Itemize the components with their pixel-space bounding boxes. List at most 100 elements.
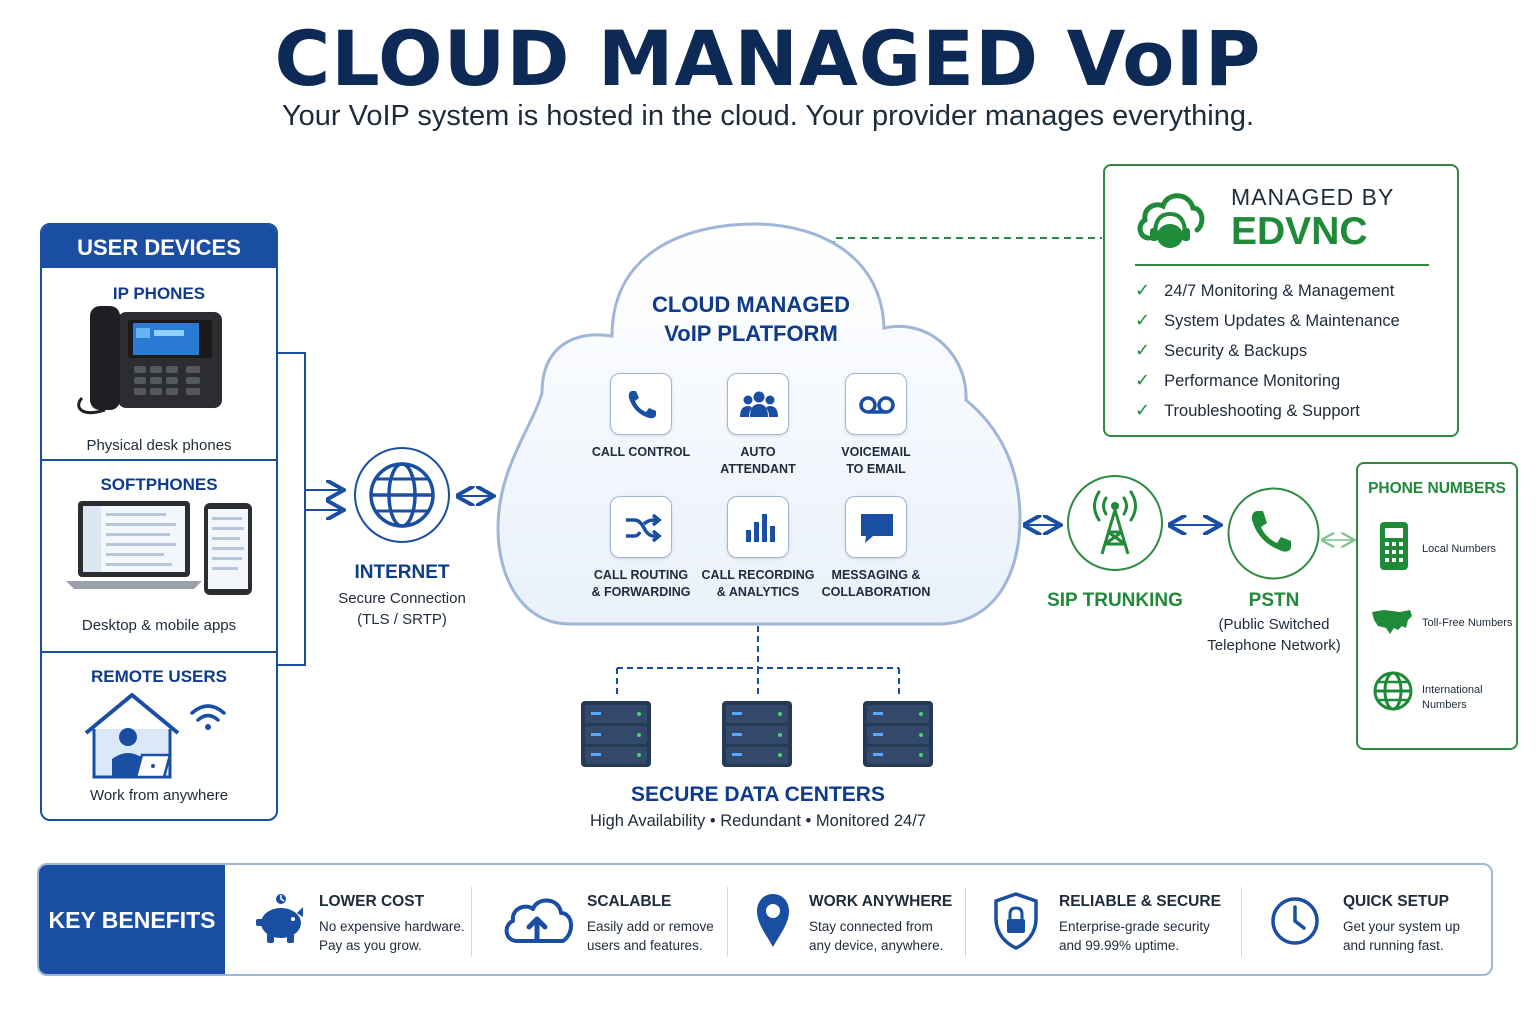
feature-label-line2: COLLABORATION (821, 585, 931, 599)
remote-users-caption: Work from anywhere (89, 787, 229, 804)
antenna-tower-icon (1067, 475, 1163, 571)
key-benefits-bar: KEY BENEFITS LOWER COST No expensive har… (37, 863, 1493, 976)
check-icon: ✓ (1135, 370, 1151, 390)
check-icon: ✓ (1135, 340, 1151, 360)
usa-map-icon (1372, 610, 1412, 634)
managed-by-label: MANAGED BY (1231, 184, 1395, 210)
benefit-divider (471, 887, 472, 957)
managed-brand: EDVNC (1231, 210, 1368, 253)
softphones-title: SOFTPHONES (100, 475, 218, 494)
globe-icon (354, 447, 450, 543)
benefit-description: Stay connected from any device, anywhere… (809, 917, 943, 955)
cloud-platform-title: CLOUD MANAGED VoIP PLATFORM (620, 290, 882, 348)
pstn-caption: (Public Switched Telephone Network) (1190, 614, 1358, 656)
cloud-title-line2: VoIP PLATFORM (664, 321, 838, 346)
managed-item-text: System Updates & Maintenance (1164, 312, 1400, 330)
managed-item: ✓System Updates & Maintenance (1135, 310, 1400, 331)
call-recording-tile (727, 496, 789, 558)
feature-label-line2: & FORWARDING (591, 585, 691, 599)
managed-item-text: Performance Monitoring (1164, 372, 1341, 390)
benefit-line1: No expensive hardware. (319, 919, 465, 934)
benefit-divider (727, 887, 728, 957)
benefit-description: Enterprise-grade security and 99.99% upt… (1059, 917, 1210, 955)
managed-item: ✓ Security & Backups (1135, 340, 1307, 361)
benefit-title: SCALABLE (587, 893, 672, 910)
phone-numbers-box: PHONE NUMBERS Local Numbers Toll-Free Nu… (1356, 462, 1518, 750)
messaging-label: MESSAGING & COLLABORATION (811, 567, 941, 601)
pstn-title: PSTN (1248, 590, 1300, 611)
phone-numbers-title: PHONE NUMBERS (1368, 480, 1506, 497)
feature-label-line1: MESSAGING & (831, 568, 921, 582)
remote-users-title: REMOTE USERS (90, 667, 228, 686)
feature-label-line2: ATTENDANT (720, 462, 796, 476)
call-control-tile (610, 373, 672, 435)
call-control-label: CALL CONTROL (576, 444, 706, 461)
data-centers-title: SECURE DATA CENTERS (631, 783, 885, 806)
pstn-line2: Telephone Network) (1207, 637, 1341, 654)
benefit-description: No expensive hardware. Pay as you grow. (319, 917, 465, 955)
internet-line2: (TLS / SRTP) (357, 611, 447, 628)
benefit-line1: Get your system up (1343, 919, 1461, 934)
check-icon: ✓ (1135, 280, 1151, 300)
call-routing-label: CALL ROUTING & FORWARDING (576, 567, 706, 601)
international-numbers-label: International Numbers (1422, 683, 1483, 713)
server-racks-icon (581, 701, 933, 767)
benefit-divider (1241, 887, 1242, 957)
benefit-title: LOWER COST (319, 893, 425, 910)
shuffle-icon (626, 513, 662, 543)
benefit-description: Easily add or remove users and features. (587, 917, 714, 955)
benefit-description: Get your system up and running fast. (1343, 917, 1460, 955)
devices-divider (42, 459, 276, 461)
page-title: CLOUD MANAGED VoIP (274, 14, 1262, 103)
benefit-line2: any device, anywhere. (809, 938, 944, 953)
bar-chart-icon (746, 514, 775, 542)
call-routing-tile (610, 496, 672, 558)
globe-icon (1373, 671, 1413, 711)
data-centers-subtitle: High Availability • Redundant • Monitore… (590, 812, 926, 830)
feature-label-line1: CALL RECORDING (701, 568, 815, 582)
benefit-line2: and running fast. (1343, 938, 1444, 953)
feature-label-line1: CALL ROUTING (593, 568, 689, 582)
sip-trunking-title: SIP TRUNKING (1047, 590, 1183, 611)
benefit-line2: and 99.99% uptime. (1059, 938, 1180, 953)
managed-item-text: Security & Backups (1164, 342, 1308, 360)
voicemail-tile (845, 373, 907, 435)
intl-line1: International (1422, 684, 1483, 696)
benefit-divider (965, 887, 966, 957)
user-devices-panel: USER DEVICES IP PHONES Physical desk pho… (40, 223, 278, 821)
managed-item: ✓ Troubleshooting & Support (1135, 400, 1360, 421)
ip-phones-caption: Physical desk phones (86, 437, 232, 454)
benefit-line1: Easily add or remove (587, 919, 714, 934)
chat-icon (861, 514, 893, 543)
benefit-title: RELIABLE & SECURE (1059, 893, 1221, 910)
benefit-line1: Enterprise-grade security (1059, 919, 1210, 934)
benefit-line1: Stay connected from (809, 919, 933, 934)
cloud-upload-icon (504, 898, 573, 943)
managed-item-text: 24/7 Monitoring & Management (1164, 282, 1395, 300)
pstn-line1: (Public Switched (1218, 616, 1330, 633)
clock-icon (1271, 897, 1319, 945)
internet-line1: Secure Connection (338, 590, 466, 607)
managed-item: ✓ Performance Monitoring (1135, 370, 1340, 391)
managed-item-text: Troubleshooting & Support (1164, 402, 1360, 420)
managed-item: ✓ 24/7 Monitoring & Management (1135, 280, 1394, 301)
desk-phone-icon (77, 306, 222, 415)
local-numbers-label: Local Numbers (1422, 543, 1496, 555)
intl-line2: Numbers (1422, 699, 1467, 711)
auto-attendant-tile (727, 373, 789, 435)
check-icon: ✓ (1135, 400, 1151, 420)
location-pin-icon (757, 894, 789, 947)
managed-divider (1135, 264, 1429, 266)
internet-title: INTERNET (354, 562, 450, 583)
messaging-tile (845, 496, 907, 558)
toll-free-numbers-label: Toll-Free Numbers (1422, 617, 1513, 629)
auto-attendant-label: AUTO ATTENDANT (693, 444, 823, 478)
devices-divider (42, 651, 276, 653)
call-recording-label: CALL RECORDING & ANALYTICS (693, 567, 823, 601)
managed-by-box: MANAGED BY EDVNC ✓ 24/7 Monitoring & Mana… (1103, 164, 1459, 437)
user-devices-header: USER DEVICES (42, 225, 276, 268)
ip-phones-section: IP PHONES Physical desk phones (42, 268, 276, 459)
benefit-title: WORK ANYWHERE (809, 893, 953, 910)
benefit-line2: Pay as you grow. (319, 938, 422, 953)
